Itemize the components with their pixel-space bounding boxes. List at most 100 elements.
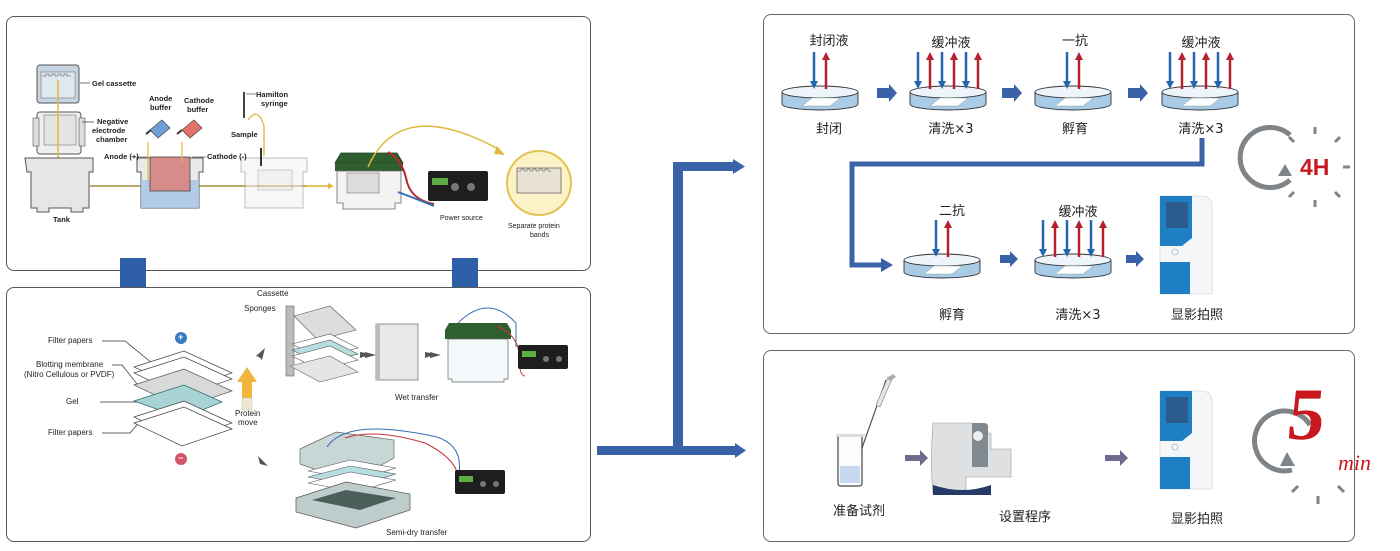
label-gel-cassette: Gel cassette bbox=[92, 79, 137, 88]
return-connector bbox=[849, 138, 1205, 268]
imager-icon-1 bbox=[1159, 195, 1213, 295]
step-label-3: 孵育 bbox=[1061, 122, 1089, 137]
label-wet-transfer: Wet transfer bbox=[395, 393, 439, 402]
label-membrane-type: (Nitro Cellulous or PVDF) bbox=[24, 370, 115, 379]
remove-reagent-arrow-icon bbox=[944, 220, 952, 257]
label-anode-buffer-1: Anode bbox=[149, 94, 173, 103]
connector-horizontal bbox=[597, 446, 737, 455]
petri-dish-icon bbox=[781, 85, 859, 111]
remove-reagent-arrow-icon bbox=[1075, 220, 1083, 257]
label-electrode: electrode bbox=[92, 126, 126, 135]
wet-cassette-icon bbox=[285, 305, 359, 383]
reagent-label-1: 封闭液 bbox=[809, 34, 849, 49]
auto-step-3: 显影拍照 bbox=[1170, 512, 1224, 527]
to-wet-arrow-icon bbox=[256, 348, 265, 360]
label-semi-dry-transfer: Semi-dry transfer bbox=[386, 528, 448, 537]
traditional-workflow-panel bbox=[763, 14, 1355, 334]
label-cathode-buffer-1: Cathode bbox=[184, 96, 214, 105]
remove-reagent-arrow-icon bbox=[950, 52, 958, 89]
reagent-label-4: 缓冲液 bbox=[1181, 36, 1221, 51]
label-filter-papers-top: Filter papers bbox=[48, 336, 93, 345]
separate-bands-icon bbox=[506, 150, 572, 216]
auto-arrow-2 bbox=[1105, 450, 1128, 466]
remove-reagent-arrow-icon bbox=[1075, 52, 1083, 89]
anode-buffer-bottle-icon bbox=[145, 119, 171, 139]
label-blotting-membrane: Blotting membrane bbox=[36, 360, 104, 369]
step-label-6: 清洗×3 bbox=[1055, 308, 1101, 323]
reagent-label-3: 一抗 bbox=[1061, 34, 1089, 49]
add-reagent-arrow-icon bbox=[1063, 220, 1071, 257]
electrophoresis-panel bbox=[6, 16, 591, 271]
timer-5min-icon bbox=[1252, 408, 1346, 504]
flow-arrow-3 bbox=[1128, 84, 1148, 102]
auto-arrow-1 bbox=[905, 450, 928, 466]
add-reagent-arrow-icon bbox=[1166, 52, 1174, 89]
label-protein: Protein bbox=[235, 409, 261, 418]
remove-reagent-arrow-icon bbox=[1202, 52, 1210, 89]
arrow-to-traditional bbox=[733, 159, 745, 174]
flow-arrow-5 bbox=[1126, 251, 1144, 267]
beaker-pipette-icon bbox=[836, 374, 896, 487]
label-anode-buffer-2: buffer bbox=[150, 103, 172, 112]
auto-step-2: 设置程序 bbox=[998, 510, 1052, 525]
remove-reagent-arrow-icon bbox=[822, 52, 830, 89]
remove-reagent-arrow-icon bbox=[926, 52, 934, 89]
step-label-5: 孵育 bbox=[938, 308, 966, 323]
label-tank: Tank bbox=[53, 215, 70, 224]
plus-icon bbox=[175, 332, 187, 344]
step-label-2: 清洗×3 bbox=[928, 122, 974, 137]
transfer-stack-icon bbox=[132, 350, 233, 447]
remove-reagent-arrow-icon bbox=[974, 52, 982, 89]
flow-arrow-1 bbox=[877, 84, 897, 102]
label-sponges: Sponges bbox=[244, 304, 276, 313]
sample-processor-icon bbox=[931, 422, 1012, 495]
label-power-source: Power source bbox=[440, 215, 483, 222]
minus-icon bbox=[175, 453, 187, 465]
label-separate-protein: Separate protein bbox=[508, 223, 560, 230]
return-arrow-head bbox=[881, 258, 893, 272]
add-reagent-arrow-icon bbox=[932, 220, 940, 257]
add-reagent-arrow-icon bbox=[1214, 52, 1222, 89]
final-step-label: 显影拍照 bbox=[1170, 308, 1224, 323]
buffer-tank-icon bbox=[136, 156, 204, 209]
power-source-icon bbox=[428, 171, 488, 201]
reagent-label-5: 二抗 bbox=[938, 204, 966, 219]
remove-reagent-arrow-icon bbox=[1099, 220, 1107, 257]
label-syringe: syringe bbox=[261, 99, 288, 108]
reagent-label-2: 缓冲液 bbox=[931, 36, 971, 51]
add-reagent-arrow-icon bbox=[1063, 52, 1071, 89]
imager-icon-2 bbox=[1159, 390, 1213, 490]
step-label-4: 清洗×3 bbox=[1178, 122, 1224, 137]
label-sample: Sample bbox=[231, 130, 258, 139]
add-reagent-arrow-icon bbox=[1190, 52, 1198, 89]
remove-reagent-arrow-icon bbox=[1051, 220, 1059, 257]
label-chamber: chamber bbox=[96, 135, 128, 144]
label-bands: bands bbox=[530, 232, 550, 239]
remove-reagent-arrow-icon bbox=[1178, 52, 1186, 89]
connector-vertical bbox=[673, 162, 683, 450]
cathode-buffer-bottle-icon bbox=[176, 119, 203, 139]
label-hamilton: Hamilton bbox=[256, 90, 289, 99]
add-reagent-arrow-icon bbox=[938, 52, 946, 89]
step-label-1: 封闭 bbox=[815, 122, 843, 137]
add-reagent-arrow-icon bbox=[914, 52, 922, 89]
arrow-to-automated bbox=[735, 443, 746, 458]
hamilton-syringe-icon bbox=[243, 92, 265, 166]
add-reagent-arrow-icon bbox=[1087, 220, 1095, 257]
tank-icon bbox=[24, 157, 94, 213]
timer-4h-label: 4H bbox=[1300, 154, 1330, 180]
timer-5-number: 5 bbox=[1283, 374, 1330, 456]
label-cassette: Cassette bbox=[257, 289, 289, 298]
label-cathode-buffer-2: buffer bbox=[187, 105, 209, 114]
minus-sign: − bbox=[178, 453, 184, 463]
label-filter-papers-bottom: Filter papers bbox=[48, 428, 93, 437]
remove-reagent-arrow-icon bbox=[1226, 52, 1234, 89]
to-semidry-arrow-icon bbox=[258, 456, 268, 466]
reagent-label-6: 缓冲液 bbox=[1058, 205, 1098, 220]
flow-arrow-2 bbox=[1002, 84, 1022, 102]
